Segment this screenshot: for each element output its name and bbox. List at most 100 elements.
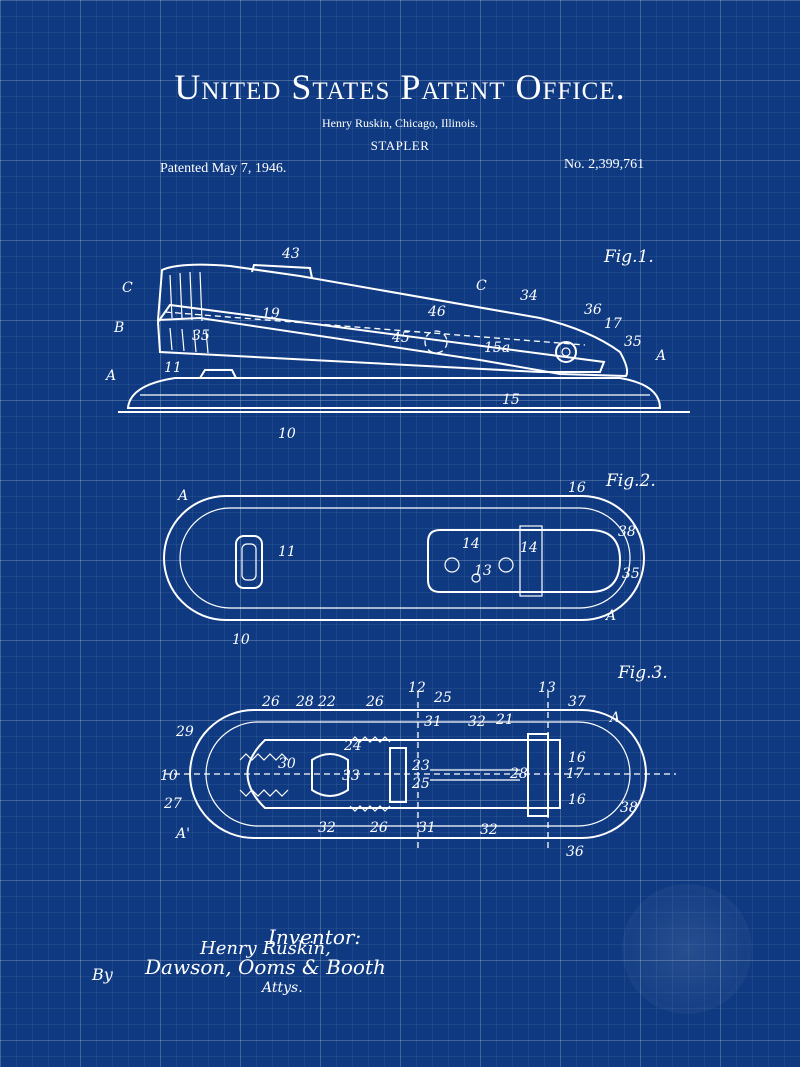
fig3-callout: 32 xyxy=(468,714,486,730)
fig1-callout: 17 xyxy=(604,316,622,332)
fig3-callout: 28 xyxy=(509,766,528,782)
fig2-outer-outline xyxy=(163,495,645,621)
fig2-callout: 14 xyxy=(520,540,538,556)
fig3-callout: 32 xyxy=(480,822,498,838)
fig3-callout: 38 xyxy=(620,800,638,816)
patented-date: Patented May 7, 1946. xyxy=(160,161,287,176)
fig3-callout: 17 xyxy=(566,766,584,782)
fig3-callout: 23 xyxy=(411,758,430,774)
fig3-callout: 16 xyxy=(568,750,586,766)
fig3-block xyxy=(389,747,407,803)
fig3-callout: 10 xyxy=(160,768,178,784)
figure-1-label: Fig.1. xyxy=(603,247,654,267)
figure-2: Fig.2. A 11 16 14 14 13 38 35 A 10 xyxy=(163,471,656,648)
fig3-callout: 31 xyxy=(424,714,442,730)
fig3-callout: 25 xyxy=(411,776,430,792)
signature-inventor-name: Henry Ruskin, xyxy=(200,938,331,959)
fig2-callouts: A 11 16 14 14 13 38 35 A 10 xyxy=(176,480,640,648)
fig3-callout: 13 xyxy=(538,680,556,696)
fig1-anvil-button xyxy=(199,369,237,379)
fig1-callout: 10 xyxy=(278,426,296,442)
fig1-callout: 11 xyxy=(164,360,182,376)
fig1-base xyxy=(126,377,662,409)
signature-inventor-label: Inventor: xyxy=(268,925,362,949)
fig2-callout: 16 xyxy=(568,480,586,496)
fig1-callout: 35 xyxy=(192,328,210,344)
fig3-callout: 31 xyxy=(418,820,436,836)
fig3-callout: 37 xyxy=(568,694,586,710)
fig3-callout: 16 xyxy=(568,792,586,808)
fig3-spring-lower xyxy=(239,789,289,797)
signature-by: By xyxy=(92,965,113,984)
fig2-callout: A xyxy=(176,488,188,504)
fig3-callout: 28 xyxy=(295,694,314,710)
fig1-callout: 34 xyxy=(520,288,538,304)
fig1-callout: C xyxy=(476,278,487,294)
fig3-callout: 26 xyxy=(365,694,384,710)
fig1-callout: 15a xyxy=(484,340,510,356)
fig3-channel xyxy=(246,739,561,809)
fig1-callout: 19 xyxy=(262,306,280,322)
fig1-callout: B xyxy=(113,320,124,336)
fig2-callout: A xyxy=(604,608,616,624)
fig3-callout: 36 xyxy=(566,844,584,860)
patent-number: No. 2,399,761 xyxy=(564,157,645,172)
patent-title: STAPLER xyxy=(370,138,430,153)
signature-attorneys: Dawson, Ooms & Booth xyxy=(145,955,386,979)
fig2-callout: 14 xyxy=(462,536,480,552)
fig1-callout: A xyxy=(654,348,666,364)
fig3-end-plate xyxy=(527,733,549,817)
fig1-cap xyxy=(156,263,629,378)
fig2-callout: 13 xyxy=(474,563,492,579)
fig1-ridge xyxy=(251,263,313,279)
fig3-callout: 26 xyxy=(369,820,388,836)
fig1-callout: 45 xyxy=(391,330,410,346)
inventor-line: Henry Ruskin, Chicago, Illinois. xyxy=(322,116,478,130)
figure-3-label: Fig.3. xyxy=(617,663,668,683)
fig2-callout: 10 xyxy=(232,632,250,648)
fig3-callout: 24 xyxy=(343,738,362,754)
signature-atty-label: Attys. xyxy=(262,980,303,996)
fig2-callout: 38 xyxy=(618,524,636,540)
figure-2-label: Fig.2. xyxy=(605,471,656,491)
fig3-follower xyxy=(311,753,349,797)
fig1-hidden-pivot xyxy=(424,330,448,354)
embossed-seal xyxy=(628,890,746,1008)
fig1-pivot xyxy=(555,341,577,363)
fig3-callout: 22 xyxy=(317,694,336,710)
fig1-callout: 36 xyxy=(584,302,602,318)
fig1-callout: 35 xyxy=(624,334,642,350)
fig3-callout: 29 xyxy=(175,724,194,740)
fig2-pad-plate xyxy=(427,529,622,593)
fig1-callout: 46 xyxy=(427,304,446,320)
fig3-callout: 25 xyxy=(433,690,452,706)
fig3-spring-upper xyxy=(239,753,289,761)
fig1-hidden-line xyxy=(164,311,586,346)
fig2-callout: 35 xyxy=(622,566,640,582)
fig3-callout: 12 xyxy=(408,680,426,696)
fig3-callout: A' xyxy=(174,826,190,842)
fig3-callout: A xyxy=(608,710,620,726)
fig3-callouts: 26 28 22 26 12 25 13 37 A 29 24 31 32 21… xyxy=(160,680,638,860)
figure-1: Fig.1. xyxy=(104,246,690,442)
fig3-callout: 21 xyxy=(495,712,514,728)
fig1-callout: 15 xyxy=(502,392,520,408)
fig2-callout: 11 xyxy=(278,544,296,560)
fig3-callout: 33 xyxy=(342,768,360,784)
fig1-callouts: C C B A A 43 19 35 46 45 15a 34 36 17 35… xyxy=(104,246,666,442)
fig1-hatching xyxy=(169,271,209,354)
fig3-callout: 27 xyxy=(163,796,182,812)
office-title: United States Patent Office. xyxy=(174,67,626,107)
figure-3: Fig.3. 26 28 22 26 12 25 xyxy=(160,663,676,860)
fig1-callout: A xyxy=(104,368,116,384)
fig3-callout: 30 xyxy=(278,756,296,772)
fig2-inner-outline xyxy=(179,507,631,609)
fig1-magazine xyxy=(156,303,606,373)
fig2-anvil xyxy=(235,535,263,589)
fig1-callout: C xyxy=(122,280,133,296)
fig1-callout: 43 xyxy=(281,246,300,262)
fig3-callout: 32 xyxy=(318,820,336,836)
fig3-callout: 26 xyxy=(261,694,280,710)
